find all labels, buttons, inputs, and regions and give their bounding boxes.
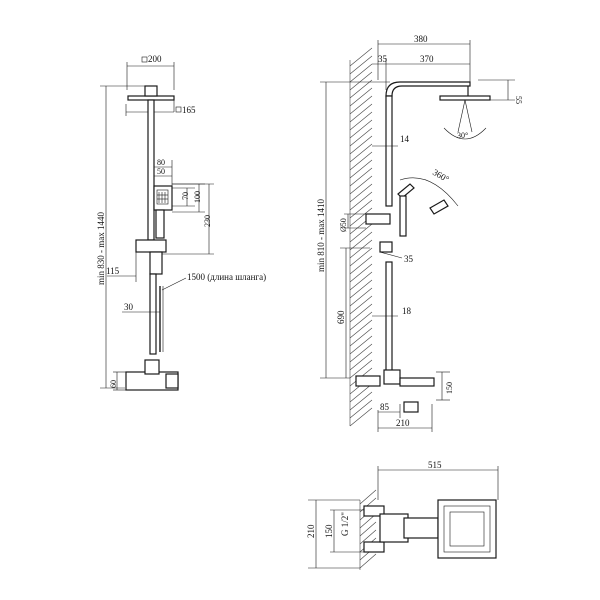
hatch-line <box>349 351 373 371</box>
hatch-line <box>349 63 373 83</box>
hatch-line <box>349 111 373 131</box>
hatch-line <box>349 135 373 155</box>
hatch-line <box>349 391 373 411</box>
front-height-range-label: min 830 - max 1440 <box>96 212 106 285</box>
front-hose-length-label: 1500 (длина шланга) <box>187 272 266 282</box>
hatch-line <box>349 399 373 419</box>
hatch-line <box>349 71 373 91</box>
front-handshower-outer-label: 100 <box>193 191 202 203</box>
hatch-line <box>349 335 373 355</box>
hatch-line <box>349 231 373 251</box>
side-holder-tilt-label: 35 <box>404 254 414 264</box>
side-spout-reach-label: 210 <box>396 418 410 428</box>
hatch-line <box>349 223 373 243</box>
front-mixer-height-label: 60 <box>109 380 118 388</box>
side-spout-offset-label: 85 <box>380 402 390 412</box>
side-holder-dia-label: Ø50 <box>339 218 348 232</box>
front-handshower-inner-label: 70 <box>181 192 190 200</box>
hatch-line <box>349 279 373 299</box>
hatch-line <box>349 247 373 267</box>
hatch-line <box>349 79 373 99</box>
top-view: 515 210 150 G 1/2" <box>306 460 499 570</box>
hatch-line <box>349 175 373 195</box>
hatch-line <box>349 191 373 211</box>
hatch-line <box>349 207 373 227</box>
hatch-line <box>349 383 373 403</box>
hatch-line <box>349 143 373 163</box>
hatch-line <box>349 87 373 107</box>
side-rail-dia-label: 14 <box>400 134 410 144</box>
side-rotation-label: 360° <box>431 167 451 184</box>
hatch-line <box>349 159 373 179</box>
front-hose-offset-label: 30 <box>124 302 134 312</box>
hatch-line <box>349 151 373 171</box>
front-holder-height-label: 230 <box>203 215 212 227</box>
hatch-line <box>349 327 373 347</box>
hatch-line <box>349 239 373 259</box>
hatch-line <box>349 295 373 315</box>
hatch-line <box>359 489 377 505</box>
side-lower-height-label: 690 <box>336 310 346 324</box>
hatch-line <box>349 103 373 123</box>
hatch-line <box>359 529 377 545</box>
hatch-line <box>359 497 377 513</box>
front-slider-offset-label: 115 <box>106 266 120 276</box>
hatch-line <box>359 521 377 537</box>
hatch-line <box>349 311 373 331</box>
hatch-line <box>349 199 373 219</box>
hatch-line <box>349 271 373 291</box>
top-thread-label: G 1/2" <box>340 512 350 536</box>
wall-hatching <box>349 47 373 427</box>
hatch-line <box>349 263 373 283</box>
side-mixer-height-label: 150 <box>445 382 454 394</box>
hatch-line <box>359 553 377 569</box>
front-handshower-height-label: 80 <box>157 158 165 167</box>
hatch-line <box>349 183 373 203</box>
hatch-line <box>349 127 373 147</box>
side-head-thickness-label: 55 <box>514 96 523 104</box>
hatch-line <box>349 47 373 67</box>
hatch-line <box>349 343 373 363</box>
hatch-line <box>349 303 373 323</box>
side-height-range-label: min 810 - max 1410 <box>316 199 326 272</box>
handshower-spray-grid <box>157 192 168 203</box>
front-head-width-label: 200 <box>148 54 162 64</box>
hatch-line <box>349 407 373 427</box>
top-connection-depth-label: 210 <box>306 524 316 538</box>
side-head-tilt-label: 30° <box>457 131 468 140</box>
front-handshower-face-label: 50 <box>157 167 165 176</box>
hatch-line <box>349 319 373 339</box>
hatch-line <box>349 359 373 379</box>
side-view: 380 35 370 55 30° 14 360° <box>316 34 523 432</box>
hatch-line <box>349 119 373 139</box>
front-view: 200 165 80 50 70 <box>96 54 266 391</box>
hatch-line <box>349 255 373 275</box>
hatch-line <box>349 287 373 307</box>
side-lower-dia-label: 18 <box>402 306 412 316</box>
side-arm-reach-label: 370 <box>420 54 434 64</box>
side-wall-gap-label: 35 <box>378 54 388 64</box>
top-center-distance-label: 150 <box>324 524 334 538</box>
top-overall-label: 515 <box>428 460 442 470</box>
front-head-depth-label: 165 <box>182 105 196 115</box>
hatch-line <box>349 95 373 115</box>
side-total-reach-label: 380 <box>414 34 428 44</box>
hatch-line <box>349 167 373 187</box>
hatch-line <box>349 55 373 75</box>
